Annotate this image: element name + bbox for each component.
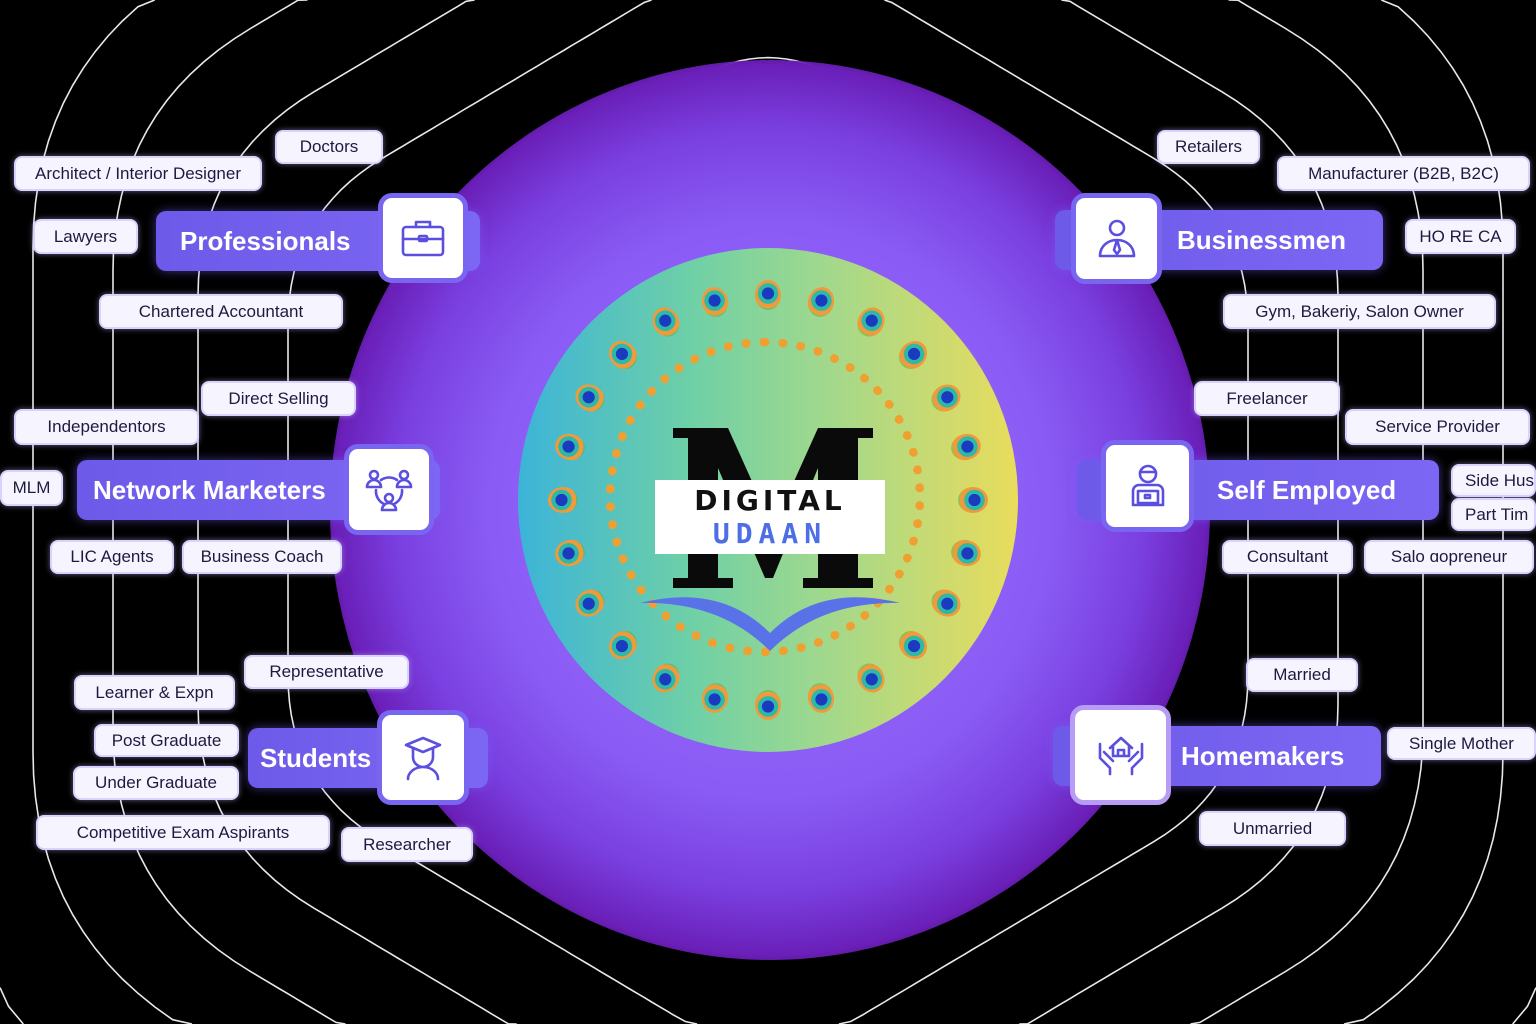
peacock-feather-icon	[548, 487, 578, 513]
audience-tag[interactable]: Married	[1246, 658, 1358, 692]
category-label: Businessmen	[1177, 225, 1347, 255]
audience-tag[interactable]: Lawyers	[33, 219, 138, 254]
peacock-feather-icon	[948, 536, 984, 570]
peacock-feather-icon	[958, 487, 988, 513]
audience-tag[interactable]: Retailers	[1157, 130, 1260, 164]
network-people-icon	[344, 444, 434, 535]
audience-tag[interactable]: Salo ɑopreneur	[1364, 540, 1534, 574]
peacock-feather-icon	[552, 430, 588, 464]
audience-tag[interactable]: Gym, Bakeriy, Salon Owner	[1223, 294, 1496, 329]
audience-tag[interactable]: Independentors	[14, 409, 199, 445]
audience-tag[interactable]: Single Mother	[1387, 727, 1536, 760]
audience-tag[interactable]: Chartered Accountant	[99, 294, 343, 329]
audience-tag[interactable]: Side Hus	[1451, 464, 1536, 497]
audience-tag[interactable]: Architect / Interior Designer	[14, 156, 262, 191]
audience-tag[interactable]: Consultant	[1222, 540, 1353, 574]
businessman-icon	[1071, 193, 1162, 284]
audience-tag[interactable]: Part Tim	[1451, 498, 1536, 531]
audience-tag[interactable]: Freelancer	[1194, 381, 1340, 416]
peacock-feather-icon	[552, 536, 588, 570]
peacock-feather-icon	[603, 335, 643, 375]
audience-tag[interactable]: LIC Agents	[50, 540, 174, 574]
peacock-feather-icon	[646, 658, 685, 698]
audience-tag[interactable]: Doctors	[275, 130, 383, 164]
audience-tag[interactable]: Unmarried	[1199, 811, 1346, 846]
logo-banner: DIGITAL UDAAN	[655, 480, 885, 554]
hexagon-outline	[197, 0, 1339, 1024]
audience-tag[interactable]: Business Coach	[182, 540, 342, 574]
hexagon-outline	[0, 987, 1536, 1024]
category-label: Professionals	[180, 226, 351, 256]
home-hands-icon	[1070, 705, 1171, 805]
peacock-feather-icon	[948, 430, 984, 464]
audience-tag[interactable]: Competitive Exam Aspirants	[36, 815, 330, 850]
peacock-feather-icon	[646, 302, 685, 342]
peacock-feather-icon	[804, 680, 838, 716]
logo-text-udaan: UDAAN	[712, 517, 828, 550]
hexagon-outline	[112, 0, 1424, 1024]
peacock-feather-icon	[851, 658, 890, 698]
audience-tag[interactable]: Post Graduate	[94, 724, 239, 757]
audience-tag[interactable]: Direct Selling	[201, 381, 356, 416]
category-label: Network Marketers	[93, 475, 326, 505]
peacock-feather-icon	[755, 280, 781, 310]
briefcase-icon	[378, 193, 468, 283]
category-label: Self Employed	[1217, 475, 1397, 505]
peacock-feather-icon	[698, 284, 732, 320]
peacock-feather-icon	[570, 378, 610, 417]
peacock-feather-icon	[804, 284, 838, 320]
peacock-feather-icon	[851, 302, 890, 342]
category-label: Students	[260, 743, 372, 773]
audience-tag[interactable]: Under Graduate	[73, 766, 239, 800]
audience-tag[interactable]: Service Provider	[1345, 409, 1530, 445]
peacock-feather-icon	[755, 690, 781, 720]
graduate-icon	[377, 710, 469, 805]
laptop-user-icon	[1101, 440, 1194, 532]
dotted-ring	[606, 338, 924, 656]
audience-tag[interactable]: Manufacturer (B2B, B2C)	[1277, 156, 1530, 191]
peacock-feather-icon	[926, 583, 966, 622]
logo-text-digital: DIGITAL	[694, 484, 846, 517]
audience-tag[interactable]: MLM	[0, 470, 63, 506]
audience-tag[interactable]: Researcher	[341, 827, 473, 862]
book-wing-icon	[640, 597, 900, 651]
audience-tag[interactable]: Learner & Expn	[74, 675, 235, 710]
peacock-feather-icon	[603, 625, 643, 665]
peacock-feather-icon	[926, 378, 966, 417]
hexagon-outline	[287, 0, 1249, 1024]
audience-tag[interactable]: Representative	[244, 655, 409, 689]
audience-tag[interactable]: HO RE CA	[1405, 219, 1516, 254]
peacock-feather-icon	[698, 680, 732, 716]
peacock-feather-icon	[893, 335, 933, 375]
peacock-feather-icon	[570, 583, 610, 622]
digital-udaan-logo: DIGITAL UDAAN	[518, 248, 1018, 752]
category-label: Homemakers	[1181, 741, 1345, 771]
